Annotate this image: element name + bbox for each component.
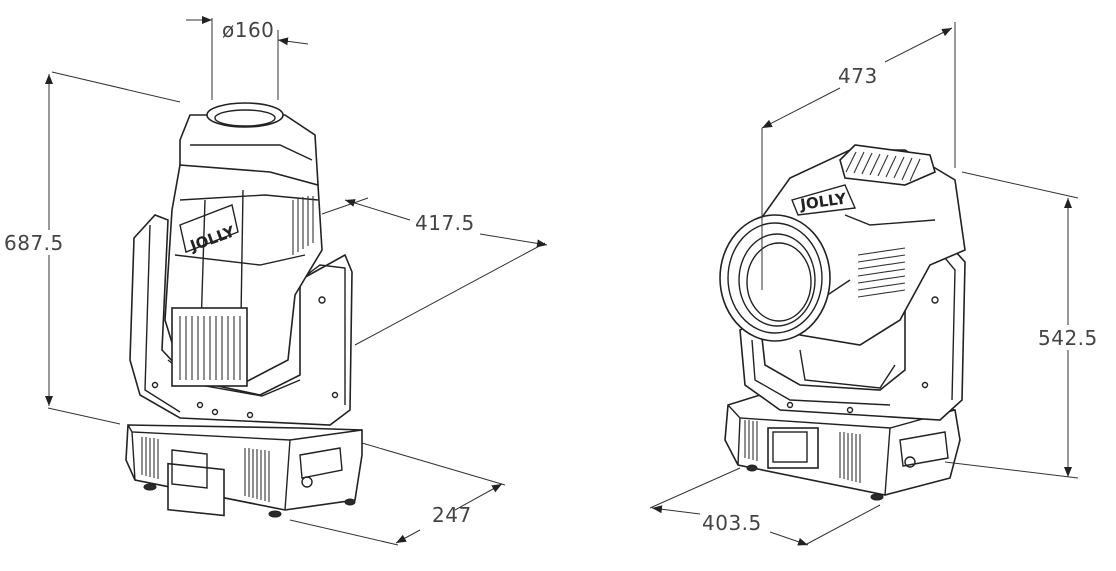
- dim-height-right-label: 542.5: [1038, 326, 1098, 350]
- right-fixture: JOLLY 473: [649, 22, 1098, 546]
- dim-height-right: 542.5: [944, 171, 1098, 479]
- right-head: JOLLY: [719, 144, 966, 346]
- dim-lens-diameter-label: ø160: [222, 18, 274, 42]
- dim-depth-left-label: 417.5: [415, 211, 475, 235]
- dim-base-right: 403.5: [649, 467, 881, 546]
- dim-width-right-label: 473: [838, 64, 878, 88]
- dim-depth-left: 417.5: [321, 197, 548, 346]
- dim-width-right: 473: [761, 22, 956, 290]
- left-head: JOLLY: [164, 102, 323, 387]
- dim-lens-diameter: ø160: [186, 16, 309, 100]
- dim-height-left: 687.5: [4, 71, 181, 425]
- dim-height-left-label: 687.5: [4, 231, 64, 255]
- left-fixture: JOLLY ø160 687.5 417.5: [4, 16, 548, 546]
- left-base: [125, 424, 363, 518]
- right-base: [724, 394, 961, 501]
- dim-base-left: 247: [289, 442, 506, 546]
- dim-base-right-label: 403.5: [702, 511, 762, 535]
- dim-base-left-label: 247: [432, 503, 472, 527]
